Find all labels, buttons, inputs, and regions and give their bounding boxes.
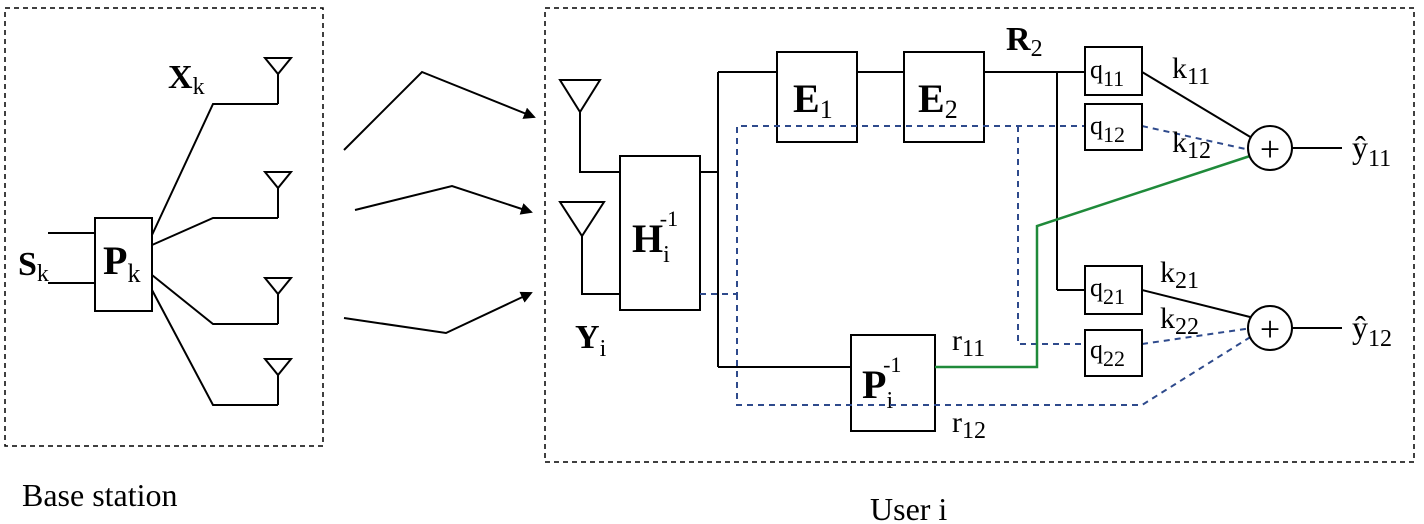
bs-antenna-icon — [262, 57, 294, 104]
output-label: Xk — [168, 59, 205, 100]
k21-label: k21 — [1160, 256, 1199, 294]
q21-label: q21 — [1090, 273, 1125, 309]
bs-antenna-icon — [262, 358, 294, 405]
channel-inverse-block — [619, 155, 701, 311]
q12-label: q12 — [1090, 111, 1125, 147]
k22-label: k22 — [1160, 302, 1199, 340]
r12-label: r12 — [952, 406, 986, 444]
feed-line-2 — [151, 217, 278, 246]
adder-2-symbol: + — [1260, 309, 1280, 349]
precoder-inverse-block — [850, 334, 936, 432]
precoder-label: Pk — [103, 238, 140, 288]
feed-line-1 — [151, 103, 278, 236]
channel-inverse-label: Hi-1 — [632, 206, 678, 268]
r2-label: R2 — [1006, 21, 1043, 62]
dashed-signal-path — [700, 125, 1253, 406]
bs-antenna-icon — [262, 277, 294, 324]
k12-label: k12 — [1172, 126, 1211, 164]
k11-line — [1141, 71, 1253, 139]
user-caption: User i — [870, 491, 947, 524]
q11-label: q11 — [1090, 55, 1124, 91]
adder-1-symbol: + — [1260, 129, 1280, 169]
input-label: Sk — [18, 246, 49, 287]
bs-antenna-icon — [262, 171, 294, 218]
q21-block — [1084, 265, 1143, 315]
out1-label: ŷ11 — [1352, 129, 1391, 172]
k11-label: k11 — [1172, 52, 1210, 90]
encoder1-label: E1 — [793, 76, 833, 124]
rx-label: Yi — [575, 319, 607, 362]
user-antenna-icon — [558, 79, 620, 173]
k21-line — [1141, 289, 1255, 319]
encoder2-label: E2 — [918, 76, 958, 124]
q11-block — [1084, 46, 1143, 96]
channel-arrow-3 — [343, 291, 533, 335]
precoder-block — [94, 217, 153, 312]
r11-label: r11 — [952, 324, 985, 362]
user-boundary — [544, 7, 1415, 463]
user-antenna-icon — [558, 201, 620, 295]
channel-arrow-2 — [354, 184, 533, 215]
green-signal-path — [935, 154, 1251, 369]
base-station-caption: Base station — [22, 477, 178, 513]
channel-arrow-1 — [343, 70, 536, 151]
q22-label: q22 — [1090, 335, 1125, 371]
feed-line-3 — [151, 274, 278, 325]
out2-label: ŷ12 — [1352, 309, 1392, 352]
feed-line-4 — [151, 289, 278, 406]
precoder-inverse-label: Pi-1 — [862, 352, 901, 414]
q22-block — [1084, 329, 1143, 377]
base-station-boundary — [4, 7, 324, 447]
q12-block — [1084, 103, 1143, 151]
